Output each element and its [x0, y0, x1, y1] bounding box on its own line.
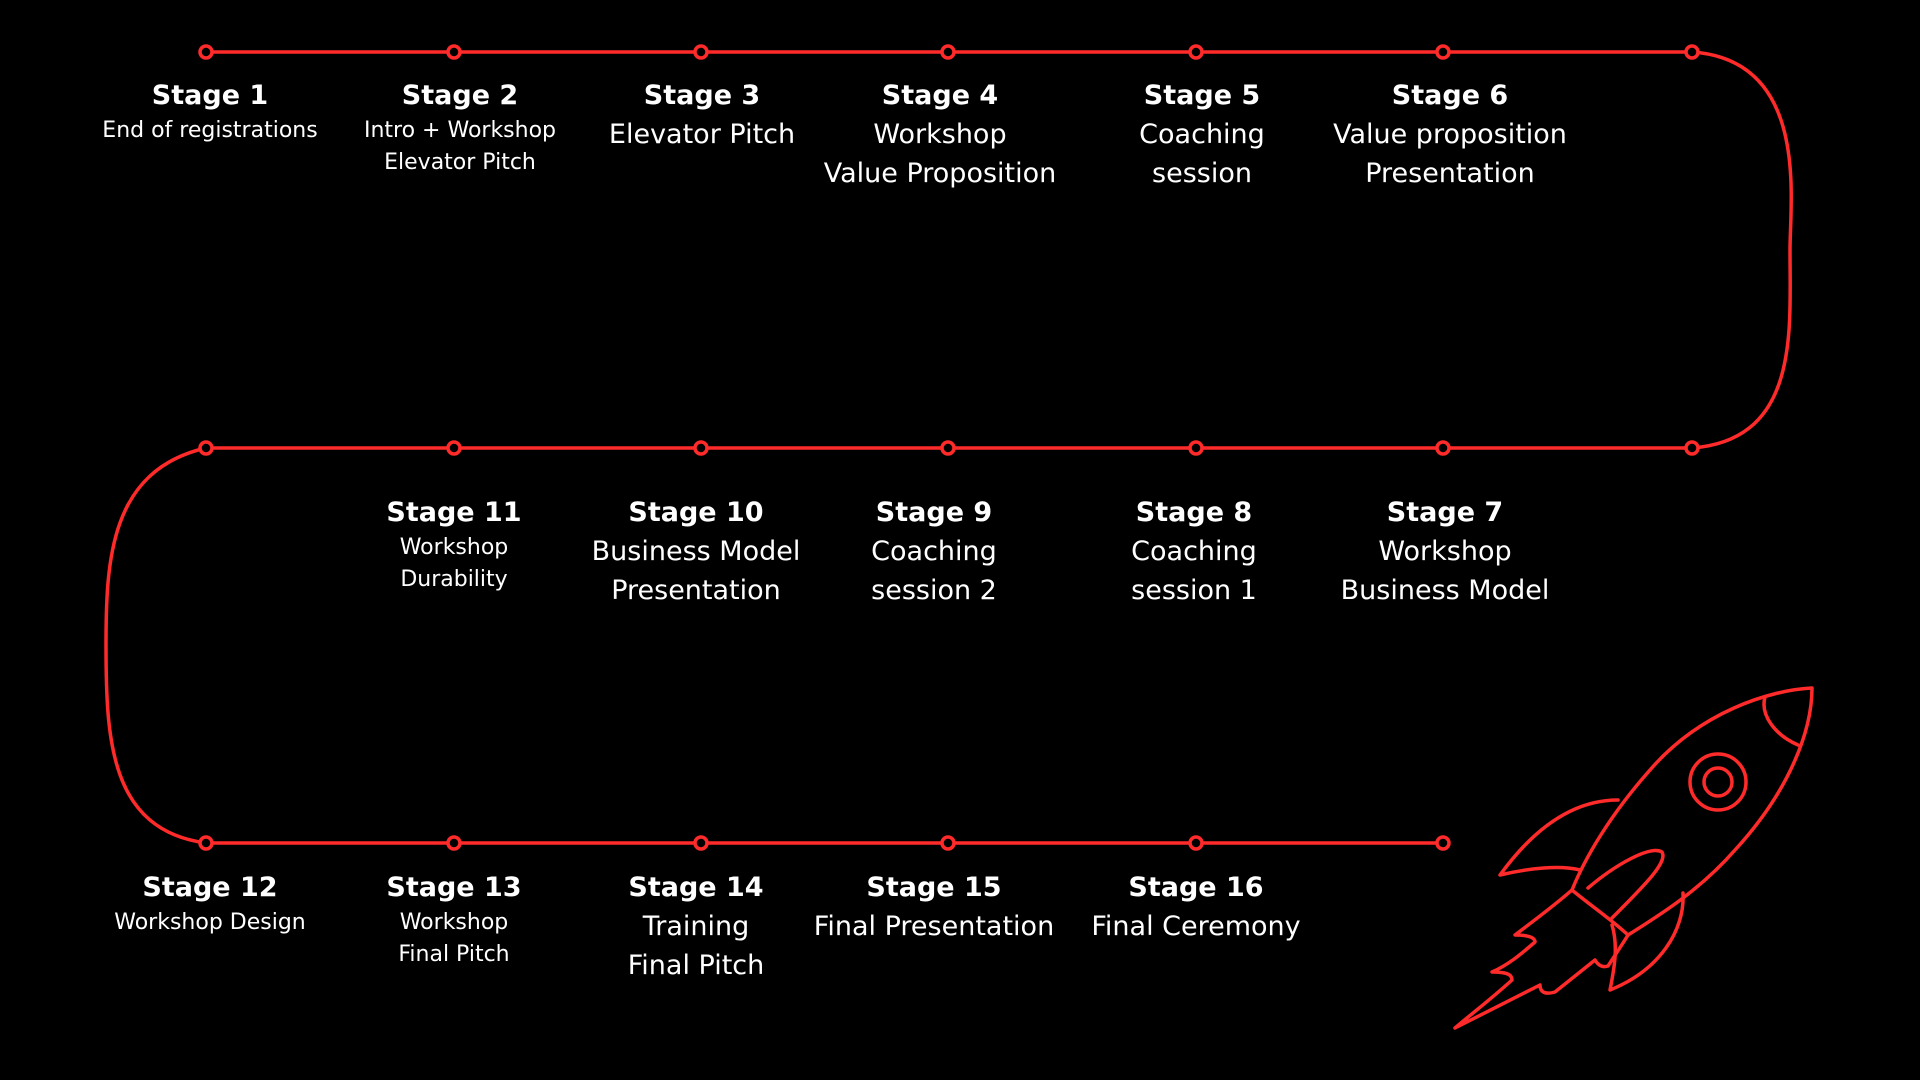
stage-3-label: Stage 3 Elevator Pitch: [609, 78, 795, 154]
stage-description: Workshop: [399, 910, 509, 936]
stage-description: Intro + Workshop: [363, 118, 557, 144]
stage-title: Stage 8: [1135, 497, 1253, 528]
stage-description: Final Ceremony: [1091, 911, 1301, 943]
stage-description: Training: [642, 911, 750, 943]
stage-title: Stage 15: [866, 872, 1002, 903]
stage-description: Workshop: [1378, 536, 1512, 568]
stage-8-label: Stage 8 Coaching session 1: [1131, 495, 1257, 610]
stage-description: Elevator Pitch: [384, 149, 536, 175]
stage-12-label: Stage 12 Workshop Design: [114, 870, 306, 939]
stage-title: Stage 3: [643, 80, 761, 111]
track-node-3: [198, 440, 214, 456]
stage-description: Workshop Design: [114, 910, 306, 936]
stage-node-8: [1188, 440, 1204, 456]
stage-description: End of registrations: [102, 118, 318, 144]
stage-description: Final Pitch: [627, 950, 765, 982]
stage-description: Coaching: [1139, 119, 1265, 151]
stage-node-1: [198, 44, 214, 60]
stage-node-16: [1188, 835, 1204, 851]
stage-title: Stage 6: [1391, 80, 1509, 111]
stage-description: Final Pitch: [398, 941, 510, 967]
stage-title: Stage 16: [1128, 872, 1264, 903]
stage-node-3: [693, 44, 709, 60]
stage-description: Presentation: [1365, 158, 1535, 190]
stage-description: Workshop: [399, 535, 509, 561]
stage-title: Stage 11: [386, 497, 522, 528]
stage-description: Coaching: [871, 536, 997, 568]
stage-node-10: [693, 440, 709, 456]
stage-title: Stage 9: [875, 497, 993, 528]
stage-description: Business Model: [591, 536, 801, 568]
stage-node-9: [940, 440, 956, 456]
stage-node-14: [693, 835, 709, 851]
stage-node-11: [446, 440, 462, 456]
stage-node-6: [1435, 44, 1451, 60]
stage-node-12: [198, 835, 214, 851]
stage-node-5: [1188, 44, 1204, 60]
track-curve-right: [1691, 50, 1793, 450]
rocket-flame: [1453, 888, 1630, 1030]
stage-title: Stage 2: [401, 80, 519, 111]
stage-description: session: [1152, 158, 1252, 190]
stage-description: session 1: [1131, 575, 1257, 607]
stage-description: Coaching: [1131, 536, 1257, 568]
stage-node-13: [446, 835, 462, 851]
track-node-2: [1684, 440, 1700, 456]
track-node-4: [1435, 835, 1451, 851]
stage-description: Business Model: [1340, 575, 1550, 607]
track-curve-left: [104, 446, 207, 845]
stage-title: Stage 4: [881, 80, 999, 111]
stage-16-label: Stage 16 Final Ceremony: [1091, 870, 1300, 946]
stage-title: Stage 13: [386, 872, 522, 903]
stage-node-2: [446, 44, 462, 60]
stage-description: Workshop: [873, 119, 1007, 151]
rocket-body: [1570, 686, 1814, 937]
stage-description: Final Presentation: [813, 911, 1055, 943]
rocket-window-inner: [1702, 766, 1734, 798]
rocket-fin-right: [1608, 891, 1685, 992]
stage-title: Stage 7: [1386, 497, 1504, 528]
stage-title: Stage 12: [142, 872, 278, 903]
rocket-nose: [1762, 695, 1800, 747]
stage-title: Stage 14: [628, 872, 764, 903]
stage-5-label: Stage 5 Coaching session: [1139, 78, 1265, 193]
stage-title: Stage 5: [1143, 80, 1261, 111]
rocket-exhaust-stripe: [1586, 848, 1665, 920]
stage-description: Durability: [400, 566, 508, 592]
stage-node-15: [940, 835, 956, 851]
stage-1-label: Stage 1 End of registrations: [102, 78, 317, 147]
rocket-fin-left: [1498, 798, 1620, 877]
stage-15-label: Stage 15 Final Presentation: [814, 870, 1054, 946]
stage-description: Elevator Pitch: [608, 119, 796, 151]
rocket-icon: [1453, 686, 1814, 1030]
rocket-window-outer: [1688, 752, 1748, 812]
stage-description: Value Proposition: [823, 158, 1057, 190]
stage-description: session 2: [871, 575, 997, 607]
stage-title: Stage 1: [151, 80, 269, 111]
stage-description: Presentation: [611, 575, 781, 607]
track-node-1: [1684, 44, 1700, 60]
stage-title: Stage 10: [628, 497, 764, 528]
stage-node-7: [1435, 440, 1451, 456]
stage-description: Value proposition: [1333, 119, 1567, 151]
stage-9-label: Stage 9 Coaching session 2: [871, 495, 997, 610]
stage-node-4: [940, 44, 956, 60]
